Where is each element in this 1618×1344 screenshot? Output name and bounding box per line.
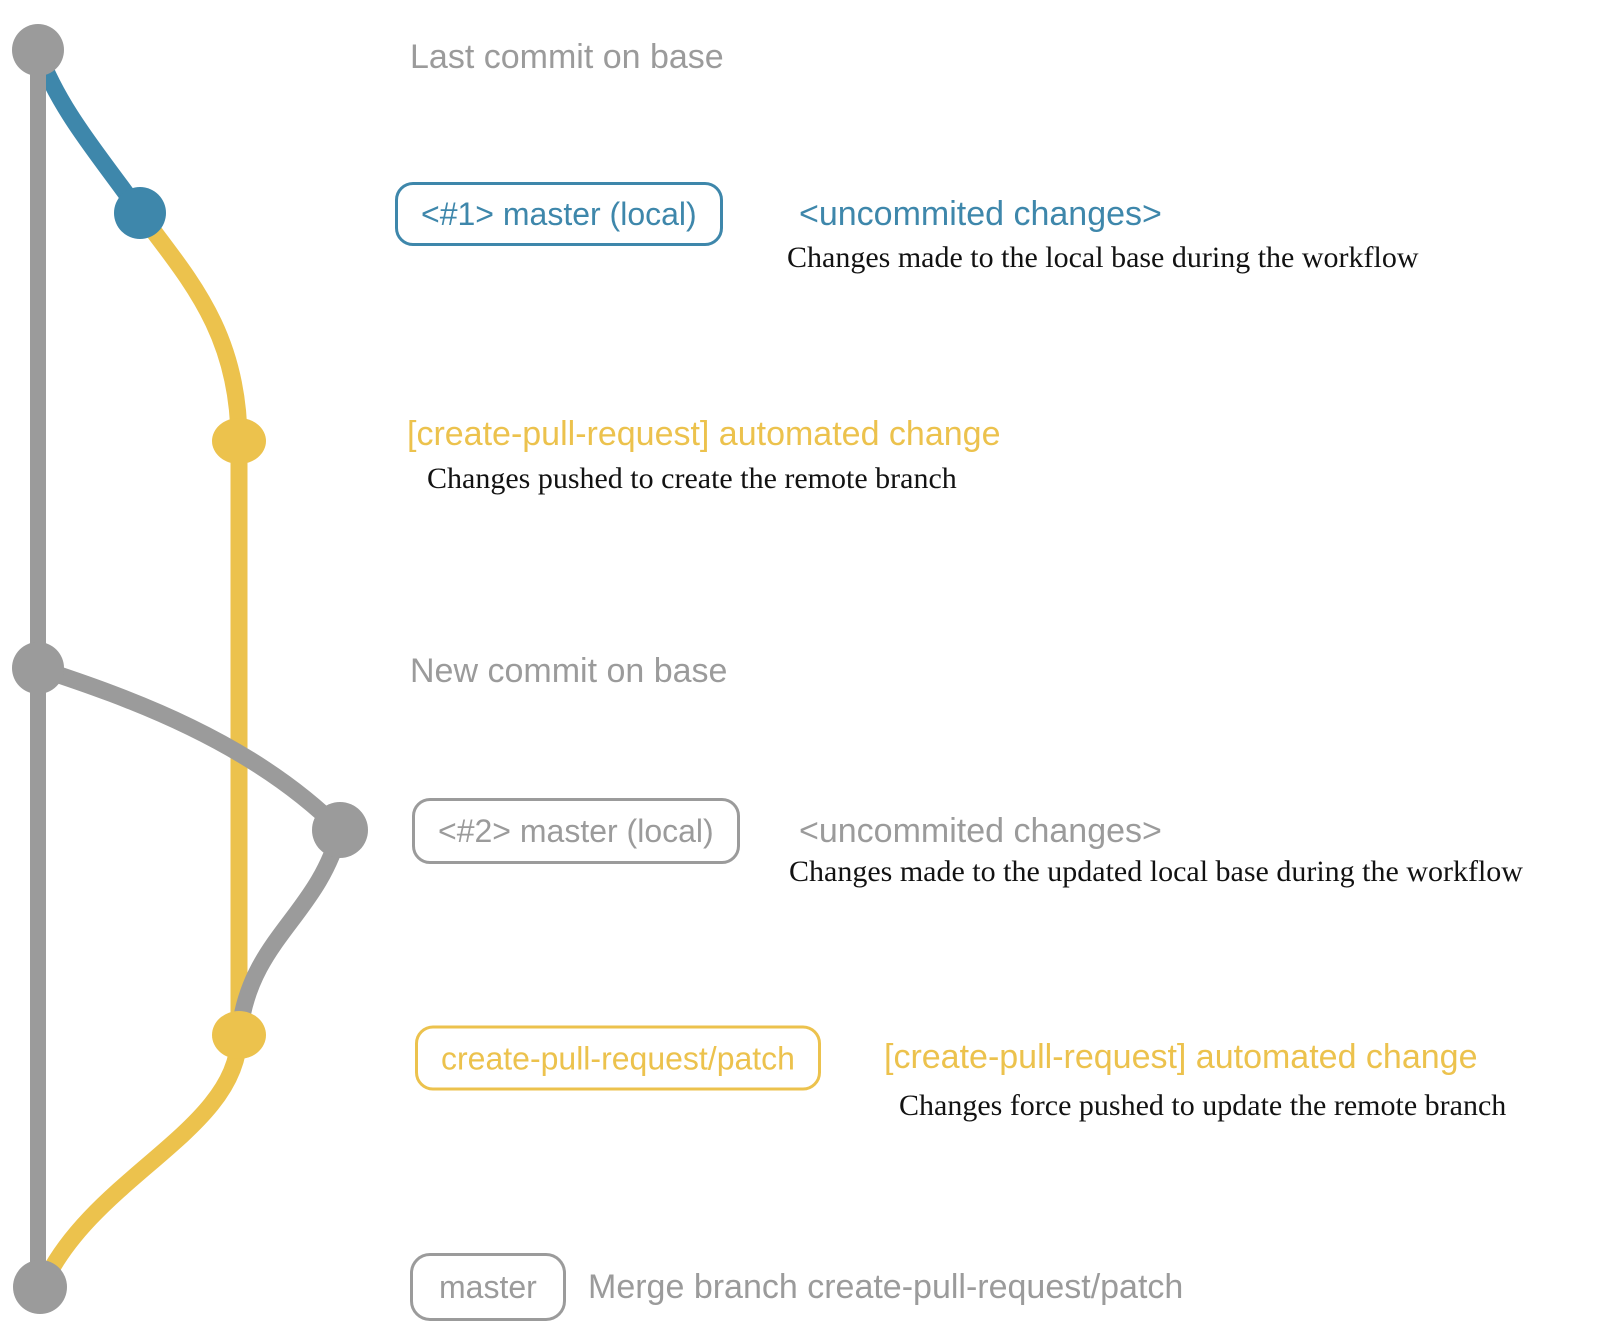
- branch-tag-label: <#2> master (local): [438, 813, 714, 849]
- branch-line-local-changes: [30, 48, 147, 218]
- branch-tag-master-local-2: <#2> master (local): [412, 798, 740, 864]
- uncommitted-changes-note-2: <uncommited changes>: [799, 812, 1162, 850]
- uncommitted-changes-note-1: <uncommited changes>: [799, 195, 1162, 233]
- commit-dot-new-base: [12, 642, 64, 694]
- commit-message-automated-change-1: [create-pull-request] automated change: [407, 415, 1001, 453]
- caption-local-base-changes: Changes made to the local base during th…: [787, 241, 1419, 274]
- commit-dot-patch-1: [212, 418, 266, 464]
- branch-tag-label: master: [439, 1269, 537, 1305]
- branch-tag-label: <#1> master (local): [421, 196, 697, 232]
- commit-dot-local-2: [312, 802, 368, 858]
- commit-message-merge: Merge branch create-pull-request/patch: [588, 1268, 1184, 1306]
- branch-tag-master: master: [410, 1253, 566, 1321]
- commit-dot-local-1: [114, 187, 166, 239]
- commit-message-automated-change-2: [create-pull-request] automated change: [884, 1038, 1478, 1076]
- branch-tag-master-local-1: <#1> master (local): [395, 182, 723, 246]
- caption-updated-local-base-changes: Changes made to the updated local base d…: [789, 855, 1523, 888]
- commit-dot-merge: [13, 1260, 67, 1314]
- branch-tag-label: create-pull-request/patch: [441, 1040, 795, 1076]
- last-commit-label: Last commit on base: [410, 38, 724, 76]
- branch-line-updated-local-out: [35, 659, 347, 837]
- caption-force-push-update-remote: Changes force pushed to update the remot…: [899, 1089, 1507, 1122]
- branch-tag-create-pull-request-patch: create-pull-request/patch: [415, 1025, 821, 1091]
- branch-line-updated-local-merge: [231, 827, 349, 1030]
- new-commit-label: New commit on base: [410, 652, 728, 690]
- caption-push-create-remote: Changes pushed to create the remote bran…: [427, 462, 957, 495]
- commit-dot-patch-2: [212, 1011, 266, 1059]
- branch-line-create-pull-request-patch: [36, 208, 248, 1287]
- commit-dot-last-base: [12, 24, 64, 76]
